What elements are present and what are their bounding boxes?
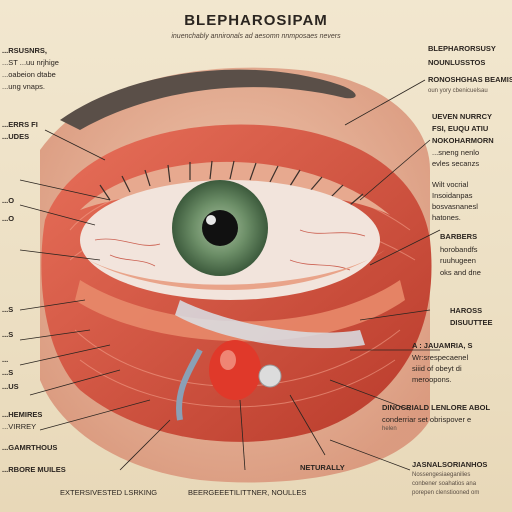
left-label: ... [2, 355, 9, 364]
right-label: porepen clenstiooned om [412, 490, 480, 496]
left-label: ...US [2, 382, 19, 391]
bottom-label: EXTERSIVESTED LSRKING [60, 488, 158, 497]
right-label: horobandfs [440, 245, 478, 254]
left-label: ...HEMIRES [2, 410, 43, 419]
tendon-band [175, 300, 365, 349]
right-label: Wr:srespecaenel [412, 353, 469, 362]
gland-structure [209, 340, 261, 400]
left-label: ...ST ...uu nrjhige [2, 58, 59, 67]
right-label: evles secanzs [432, 159, 480, 168]
lower-muscle-band [75, 280, 405, 342]
left-label: ...RBORE MUILES [2, 465, 66, 474]
left-label: ...oabeion dtabe [2, 70, 56, 79]
right-label: DISUUTTEE [450, 318, 493, 327]
right-label: bosvasnanesl [432, 202, 478, 211]
left-label: ...VIRREY [2, 422, 37, 431]
right-label: meroopons. [412, 375, 452, 384]
left-label: ...O [2, 196, 15, 205]
vessel-branch [176, 348, 203, 421]
right-label: JASNALSORIANHOS [412, 460, 488, 469]
lower-eyelid [80, 250, 385, 290]
right-label: helen [382, 426, 397, 432]
right-label: ...sneng nenlo [432, 148, 480, 157]
left-label: ...O [2, 214, 15, 223]
right-label: RONOSHGHAS BEAMIS [428, 75, 512, 84]
left-label: ...ung vnaps. [2, 82, 45, 91]
small-nodule [258, 364, 282, 388]
leader-lines [19, 79, 441, 471]
eyelashes [99, 160, 364, 206]
left-label: ...S [2, 368, 14, 377]
right-label: HAROSS [450, 306, 483, 315]
pupil [202, 210, 238, 246]
left-label: ...GAMRTHOUS [2, 443, 58, 452]
right-label: ruuhugeen [440, 256, 476, 265]
right-label: FSI, EUQU ATIU [432, 124, 489, 133]
left-label: ...UDES [2, 132, 30, 141]
right-label: siiid of obeyt di [412, 364, 462, 373]
right-label: Wilt vocrial [432, 180, 469, 189]
right-label: Nossengesiaeganilies [412, 472, 471, 478]
left-label: ...RSUSNRS, [2, 46, 48, 55]
right-label: UEVEN NURRCY [432, 112, 493, 121]
right-label: A : JAUAMRIA, S [412, 341, 473, 350]
right-label: conbener soahatios ana [412, 481, 477, 487]
blood-vessels [94, 229, 366, 271]
left-label: ...S [2, 330, 14, 339]
right-label: NOUNLUSSTOS [428, 58, 486, 67]
page-subtitle: inuenchably annironals ad aesomn nnmposa… [171, 33, 341, 40]
right-label: oun yory cbenicuelsau [428, 88, 488, 94]
bottom-label: BEERGEEETILITTNER, NOULLES [188, 488, 307, 497]
page-title: BLEPHAROSIPAM [184, 12, 328, 29]
left-label: ...S [2, 305, 14, 314]
right-label: NOKOHARMORN [432, 136, 494, 145]
right-label: hatones. [432, 213, 461, 222]
right-label: BLEPHARORSUSY [428, 44, 496, 53]
eye-highlight [206, 215, 216, 225]
right-label: oks and dne [440, 268, 481, 277]
right-label: conderriar set obrispover e [382, 415, 472, 424]
eyebrow [60, 69, 356, 130]
right-label: BARBERS [440, 232, 478, 241]
right-label: Insoidanpas [432, 191, 473, 200]
left-label: ...ERRS FI [2, 120, 38, 129]
bottom-label: NETURALLY [300, 463, 345, 472]
right-label: DINOCRIALD LENLORE ABOL [382, 403, 491, 412]
